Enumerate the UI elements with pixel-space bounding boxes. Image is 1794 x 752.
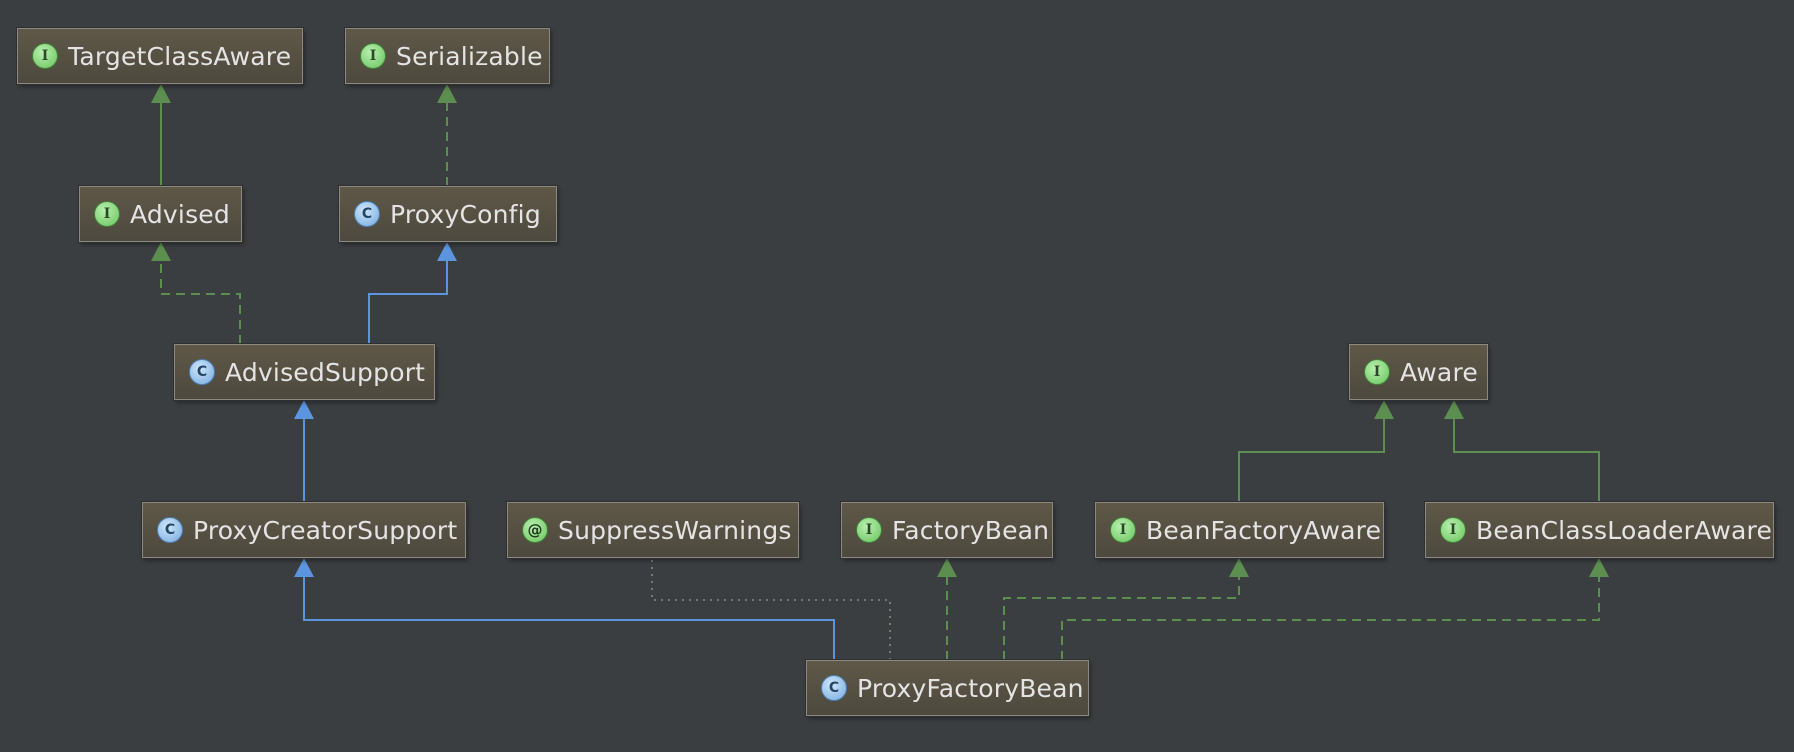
edge-advisedsupport-to-advised — [151, 242, 241, 344]
edge-proxyconfig-to-serializable — [437, 84, 457, 186]
node-label: ProxyCreatorSupport — [193, 515, 458, 545]
arrowhead-icon — [151, 84, 171, 103]
node-label: AdvisedSupport — [225, 357, 426, 387]
node-factorybean[interactable]: I FactoryBean — [841, 502, 1053, 558]
arrowhead-icon — [1444, 400, 1464, 419]
node-label: Advised — [130, 199, 230, 229]
node-label: BeanClassLoaderAware — [1476, 515, 1773, 545]
node-label: ProxyConfig — [390, 199, 541, 229]
edge-beanclassloaderaware-to-aware — [1444, 400, 1600, 502]
edge-line — [160, 260, 241, 344]
class-icon: C — [821, 675, 847, 701]
edge-line — [368, 260, 448, 344]
edge-proxyfactorybean-to-proxycreatorsupport — [294, 558, 835, 660]
node-label: TargetClassAware — [68, 41, 292, 71]
interface-icon: I — [94, 201, 120, 227]
interface-icon: I — [1364, 359, 1390, 385]
edge-line — [1061, 576, 1600, 660]
edge-proxyfactorybean-to-beanfactoryaware — [1003, 558, 1249, 660]
node-advised[interactable]: I Advised — [79, 186, 242, 242]
node-proxyfactorybean[interactable]: C ProxyFactoryBean — [806, 660, 1089, 716]
node-advisedsupport[interactable]: C AdvisedSupport — [174, 344, 435, 400]
node-beanclassloaderaware[interactable]: I BeanClassLoaderAware — [1425, 502, 1774, 558]
edge-line — [303, 576, 835, 660]
node-label: Aware — [1400, 357, 1478, 387]
edge-advised-to-targetclassaware — [151, 84, 171, 186]
arrowhead-icon — [294, 558, 314, 577]
arrowhead-icon — [294, 400, 314, 419]
arrowhead-icon — [151, 242, 171, 261]
edge-line — [1003, 576, 1240, 660]
node-targetclassaware[interactable]: I TargetClassAware — [17, 28, 303, 84]
node-label: SuppressWarnings — [558, 515, 792, 545]
node-proxycreatorsupport[interactable]: C ProxyCreatorSupport — [142, 502, 466, 558]
class-icon: C — [354, 201, 380, 227]
node-label: BeanFactoryAware — [1146, 515, 1382, 545]
edge-line — [1453, 418, 1600, 502]
arrowhead-icon — [1589, 558, 1609, 577]
edge-proxyfactorybean-to-factorybean — [937, 558, 957, 660]
node-label: Serializable — [396, 41, 543, 71]
edge-line — [651, 558, 891, 660]
node-aware[interactable]: I Aware — [1349, 344, 1488, 400]
node-beanfactoryaware[interactable]: I BeanFactoryAware — [1095, 502, 1384, 558]
interface-icon: I — [32, 43, 58, 69]
node-serializable[interactable]: I Serializable — [345, 28, 550, 84]
edge-proxycreatorsupport-to-advisedsupport — [294, 400, 314, 502]
annotation-icon: @ — [522, 517, 548, 543]
node-proxyconfig[interactable]: C ProxyConfig — [339, 186, 557, 242]
arrowhead-icon — [937, 558, 957, 577]
interface-icon: I — [856, 517, 882, 543]
edge-line — [1238, 418, 1385, 502]
interface-icon: I — [1110, 517, 1136, 543]
node-label: FactoryBean — [892, 515, 1050, 545]
edge-beanfactoryaware-to-aware — [1238, 400, 1394, 502]
arrowhead-icon — [437, 242, 457, 261]
class-icon: C — [189, 359, 215, 385]
arrowhead-icon — [1229, 558, 1249, 577]
node-label: ProxyFactoryBean — [857, 673, 1084, 703]
arrowhead-icon — [1374, 400, 1394, 419]
arrowhead-icon — [437, 84, 457, 103]
interface-icon: I — [1440, 517, 1466, 543]
class-icon: C — [157, 517, 183, 543]
interface-icon: I — [360, 43, 386, 69]
edge-proxyfactorybean-to-suppresswarnings — [651, 558, 891, 660]
edge-proxyfactorybean-to-beanclassloaderaware — [1061, 558, 1609, 660]
node-suppresswarnings[interactable]: @ SuppressWarnings — [507, 502, 799, 558]
edge-advisedsupport-to-proxyconfig — [368, 242, 457, 344]
